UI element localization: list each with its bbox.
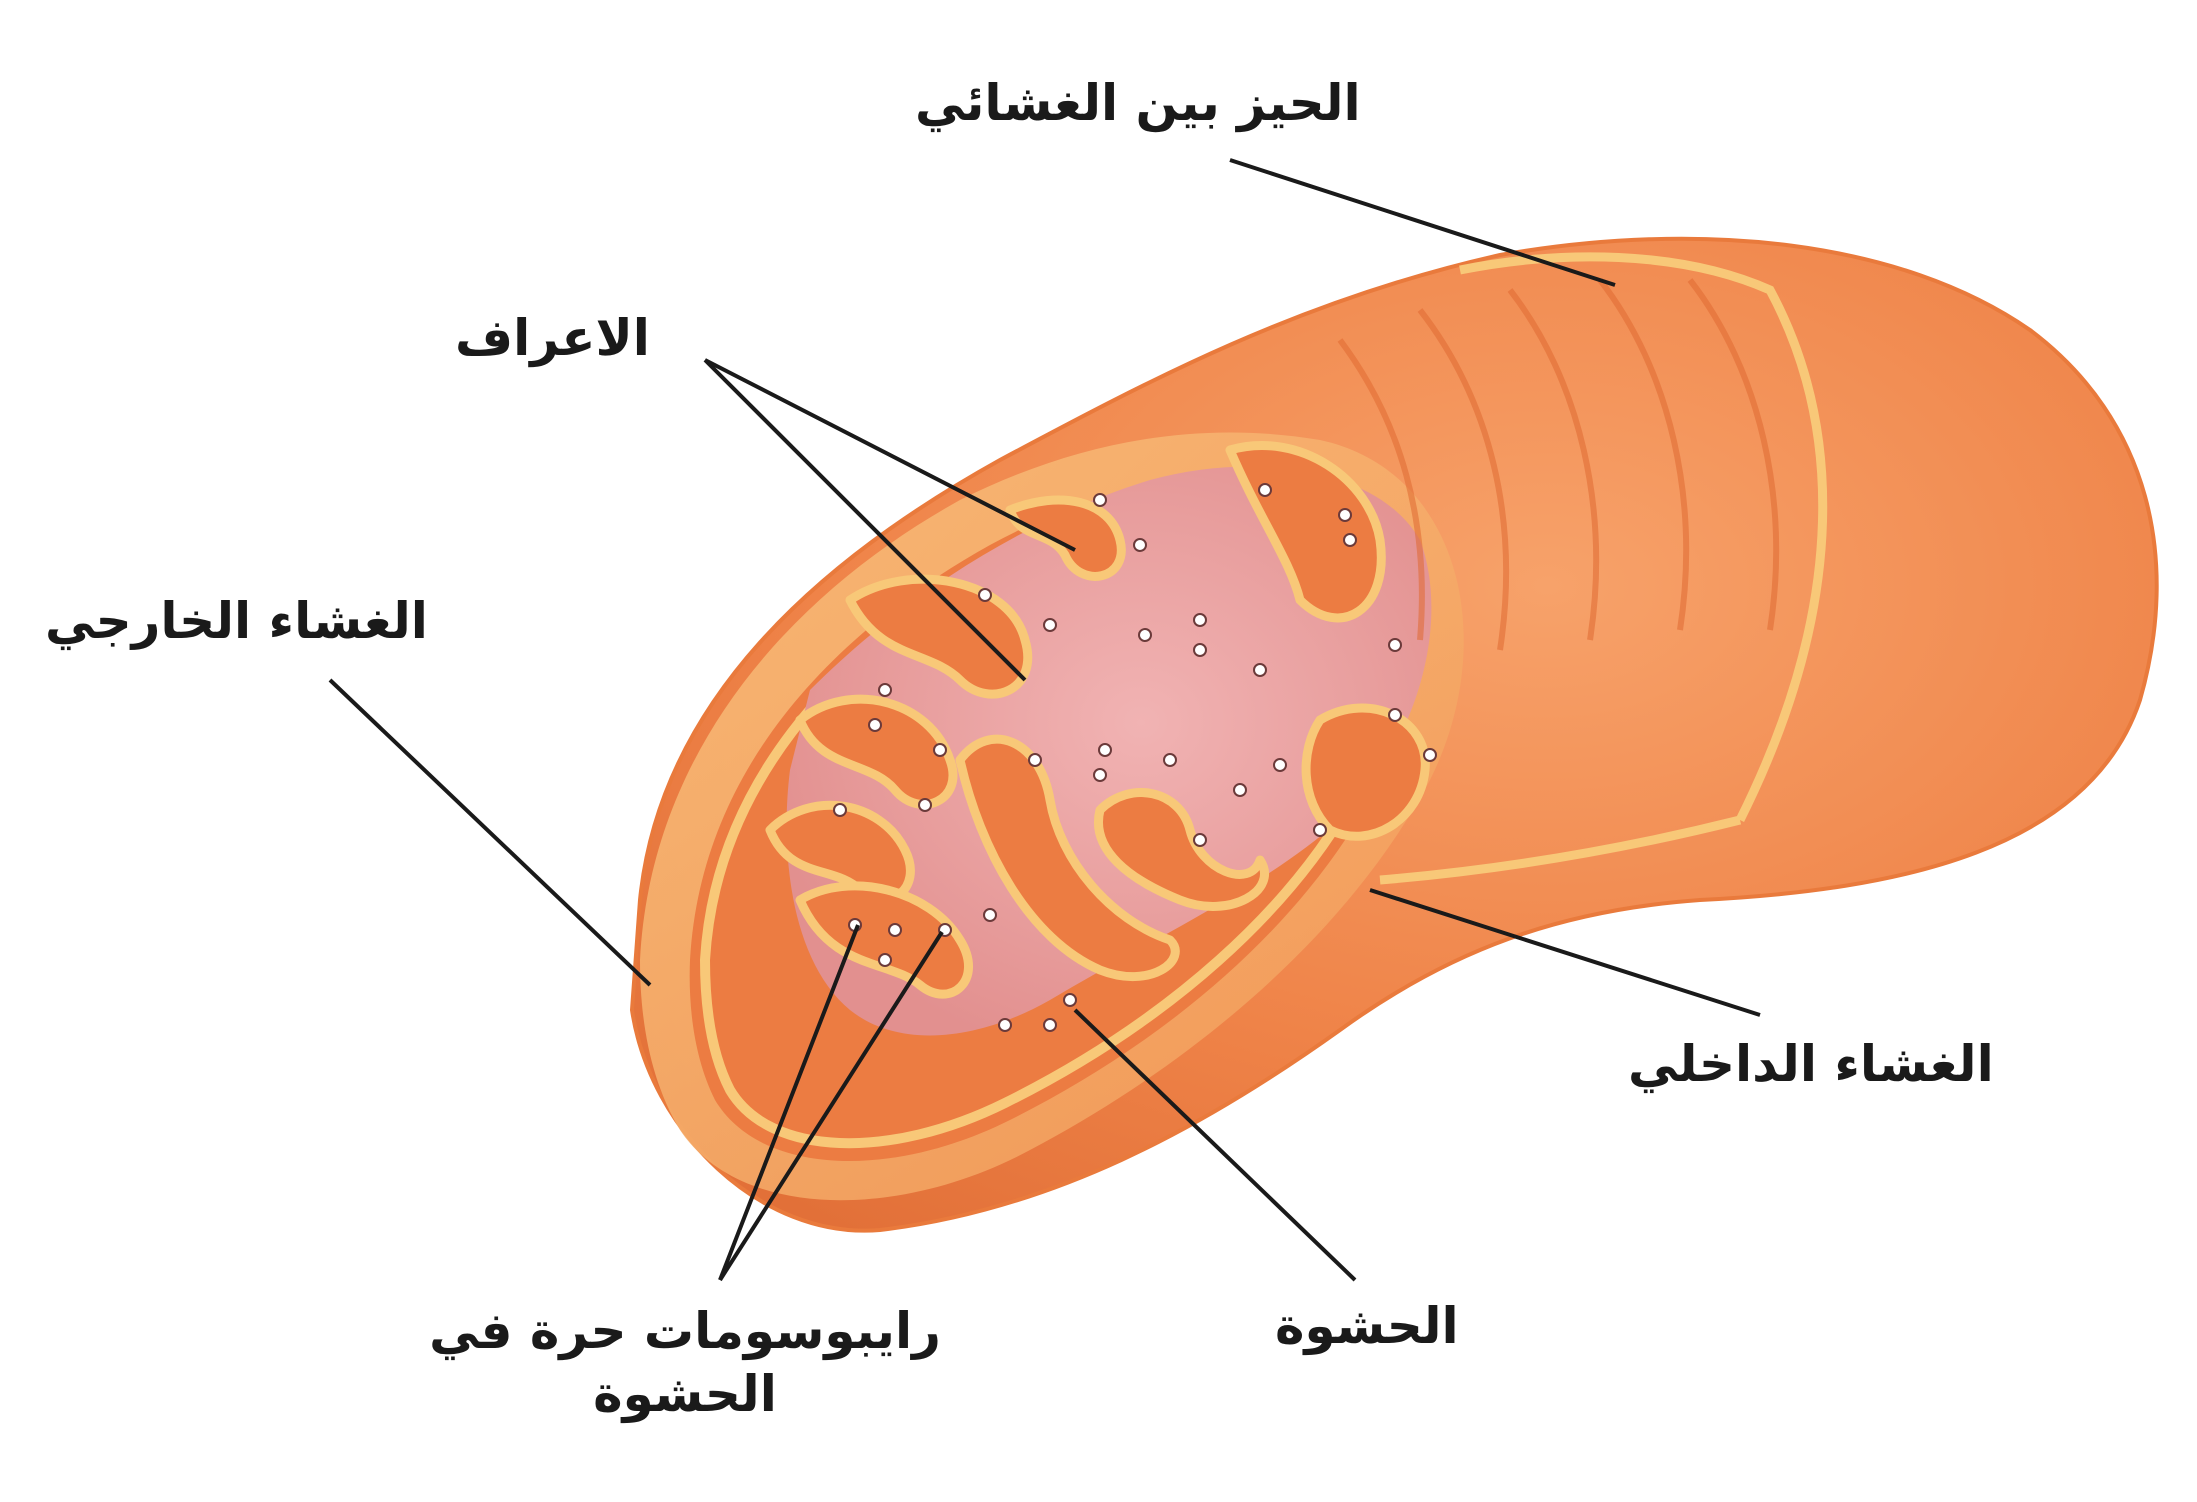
- leader-matrix: [1073, 1008, 1357, 1282]
- surface-band: [1379, 252, 1828, 885]
- leader-ribosome-b: [718, 930, 944, 1282]
- leader-outer: [328, 678, 652, 987]
- label-inner-membrane: الغشاء الداخلي: [1628, 1035, 1994, 1093]
- surface-ridges: [1337, 278, 1780, 651]
- label-free-ribosomes: رايبوسومات حرة في الحشوة: [395, 1300, 975, 1425]
- leader-intermembrane: [1229, 158, 1616, 287]
- leader-lines: [328, 158, 1761, 1282]
- label-cristae: الاعراف: [455, 309, 650, 367]
- label-free-ribosomes-line2: الحشوة: [593, 1364, 777, 1423]
- leader-cristae-a: [704, 358, 1076, 552]
- label-free-ribosomes-line1: رايبوسومات حرة في: [429, 1302, 941, 1360]
- label-matrix: الحشوة: [1275, 1297, 1459, 1355]
- leader-ribosome-a: [718, 924, 860, 1281]
- label-intermembrane-space: الحيز بين الغشائي: [915, 74, 1361, 132]
- leader-cristae-b: [703, 358, 1027, 682]
- label-outer-membrane: الغشاء الخارجي: [45, 592, 428, 650]
- leader-inner: [1369, 888, 1761, 1017]
